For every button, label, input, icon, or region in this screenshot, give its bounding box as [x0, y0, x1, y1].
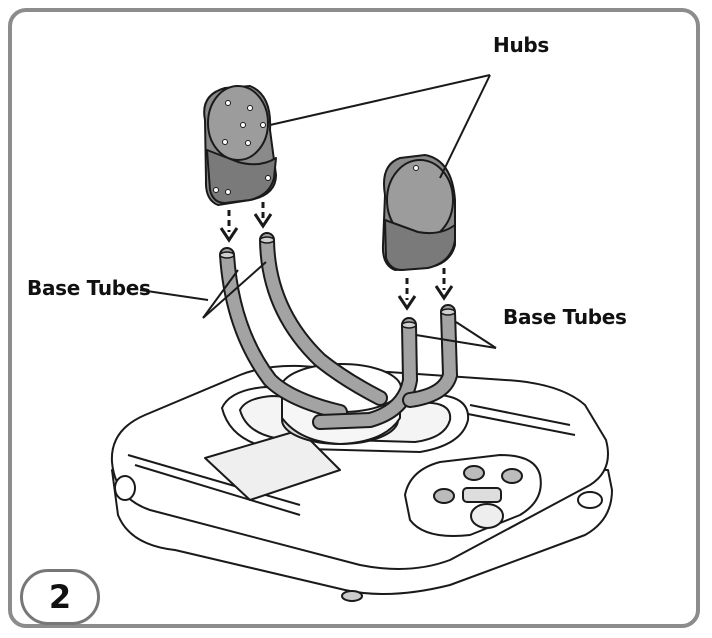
base-tubes-label-right: Base Tubes: [503, 305, 627, 329]
step-number: 2: [48, 578, 72, 616]
base-unit: [110, 363, 613, 602]
insertion-arrows: [219, 202, 454, 311]
tube-ends: [219, 236, 456, 329]
base-tube-right-pair: [312, 304, 459, 430]
hub-right: [381, 154, 456, 271]
base-tubes-label-left: Base Tubes: [27, 276, 151, 300]
step-number-badge: 2: [20, 569, 100, 625]
hubs-label: Hubs: [493, 33, 549, 57]
hub-left: [203, 85, 277, 206]
leader-lines: [139, 74, 497, 349]
